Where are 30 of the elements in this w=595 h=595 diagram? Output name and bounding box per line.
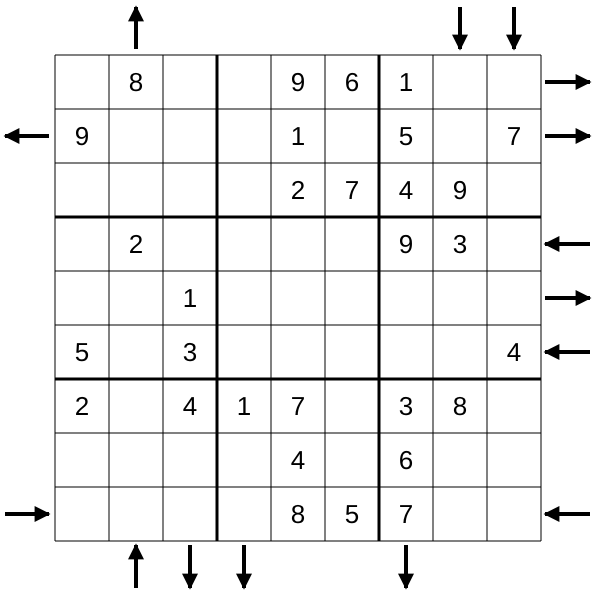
given-digit: 2 — [74, 393, 90, 419]
given-digit: 8 — [290, 501, 306, 527]
given-digit: 4 — [182, 393, 198, 419]
given-digit: 1 — [236, 393, 252, 419]
given-digit: 1 — [182, 285, 198, 311]
given-digit: 1 — [290, 123, 306, 149]
given-digit: 9 — [74, 123, 90, 149]
given-digit: 1 — [398, 69, 414, 95]
given-digit: 7 — [290, 393, 306, 419]
given-digit: 3 — [182, 339, 198, 365]
given-digit: 8 — [128, 69, 144, 95]
given-digit: 9 — [398, 231, 414, 257]
given-digit: 5 — [344, 501, 360, 527]
given-digit: 2 — [128, 231, 144, 257]
given-digit: 6 — [344, 69, 360, 95]
given-digit: 4 — [398, 177, 414, 203]
given-digit: 7 — [506, 123, 522, 149]
given-digit: 7 — [344, 177, 360, 203]
given-digit: 9 — [452, 177, 468, 203]
given-digit: 3 — [398, 393, 414, 419]
given-digit: 4 — [290, 447, 306, 473]
given-digit: 8 — [452, 393, 468, 419]
given-digit: 9 — [290, 69, 306, 95]
given-digit: 2 — [290, 177, 306, 203]
given-digit: 6 — [398, 447, 414, 473]
given-digit: 4 — [506, 339, 522, 365]
given-digit: 3 — [452, 231, 468, 257]
given-digit: 5 — [74, 339, 90, 365]
given-digit: 7 — [398, 501, 414, 527]
given-digit: 5 — [398, 123, 414, 149]
